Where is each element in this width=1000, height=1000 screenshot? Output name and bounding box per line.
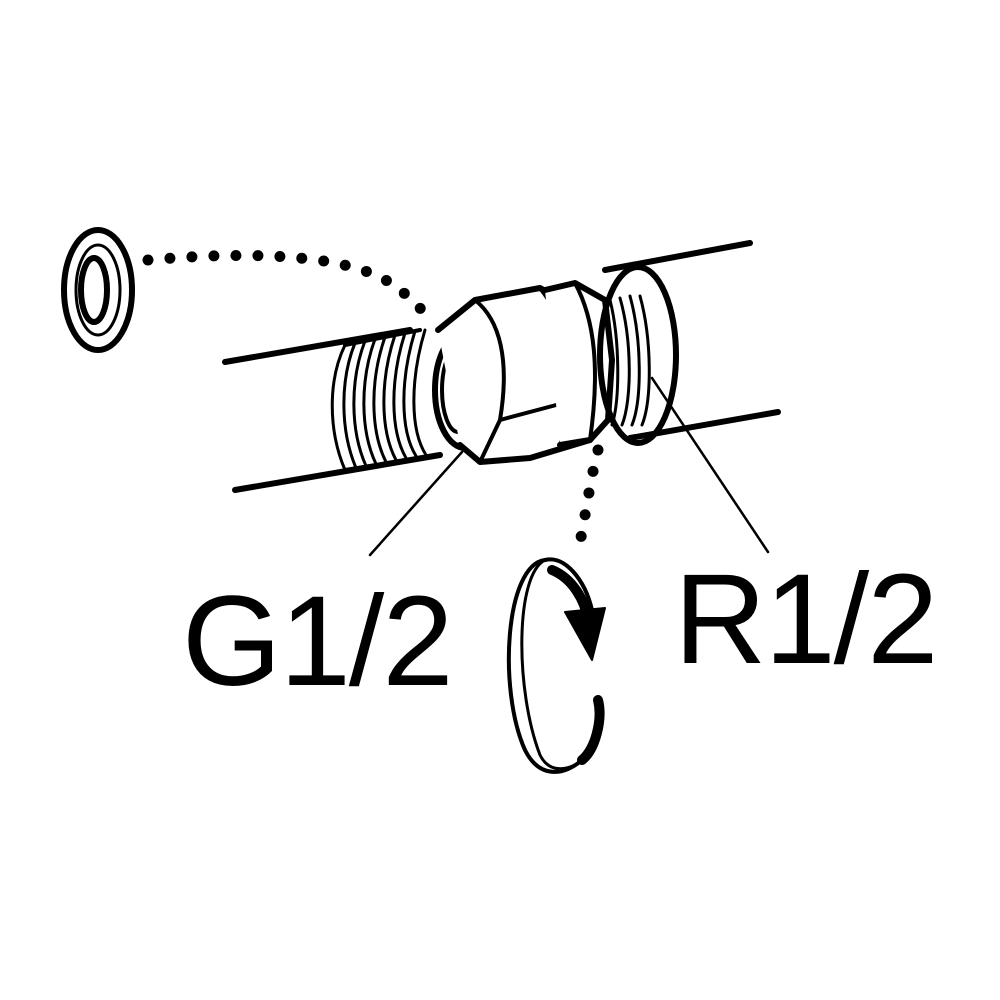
leader-r xyxy=(650,376,770,554)
sealing-washer xyxy=(61,227,135,353)
washer-path-dots xyxy=(142,249,438,331)
thread-tape-ring xyxy=(597,264,679,446)
rotation-arrow xyxy=(547,565,606,661)
right-thread xyxy=(608,294,651,427)
leader-g xyxy=(368,450,464,557)
g-thread-label: G1/2 xyxy=(182,570,453,713)
threaded-nipple xyxy=(330,328,442,472)
tape-path-dots xyxy=(572,444,604,558)
lock-nut xyxy=(542,280,615,448)
thread-tape xyxy=(506,557,605,774)
r-thread-label: R1/2 xyxy=(674,548,938,691)
right-pipe xyxy=(602,240,781,441)
